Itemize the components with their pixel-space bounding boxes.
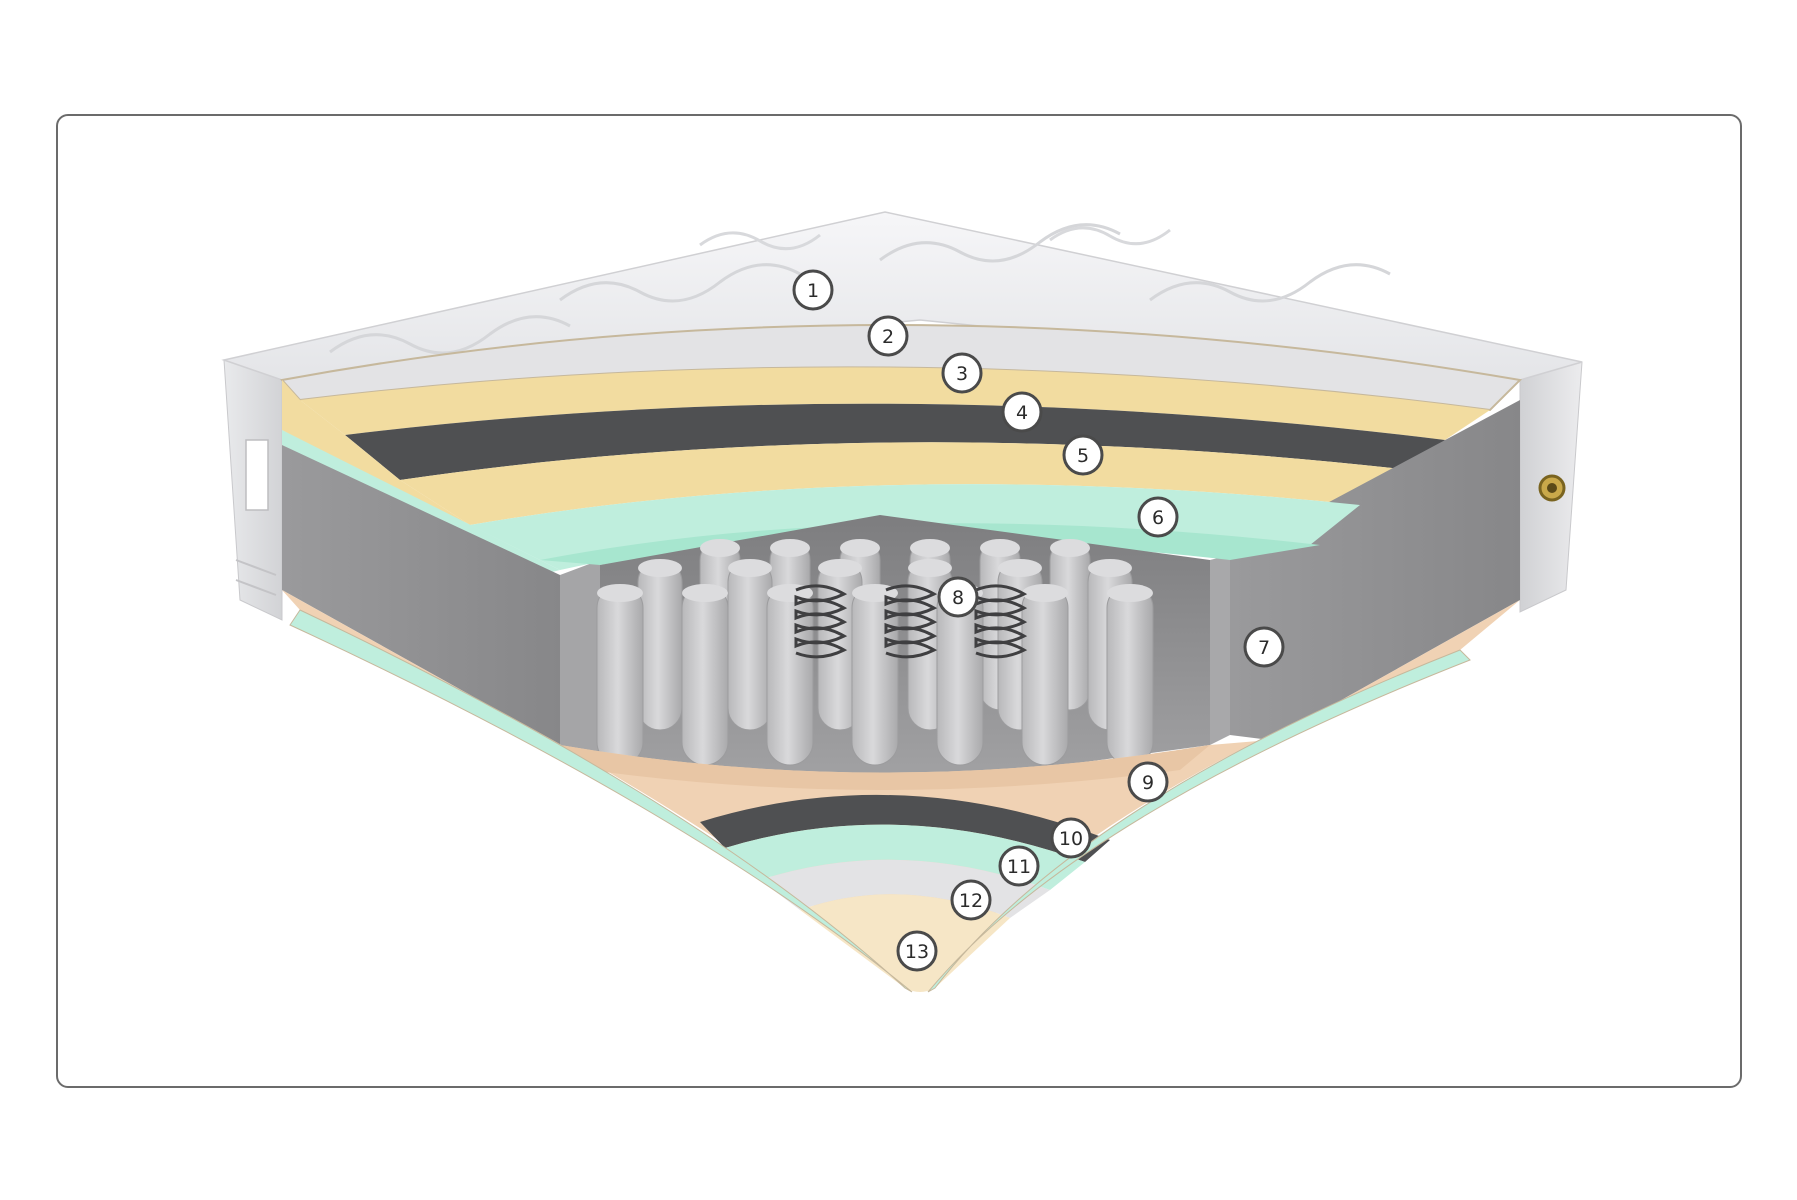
callout-label: 2 — [882, 326, 894, 348]
spring-pocket — [1021, 584, 1069, 766]
side-foam-right — [1230, 400, 1520, 740]
callout-label: 10 — [1059, 828, 1083, 850]
callout-label: 1 — [807, 280, 819, 302]
callout-marker — [1001, 391, 1043, 433]
callout-marker — [1062, 434, 1104, 476]
coil-spring — [884, 584, 938, 659]
spring-pocket — [681, 584, 729, 766]
callout-label: 8 — [952, 587, 964, 609]
layer-latex-second — [400, 442, 1410, 525]
spring-pocket — [727, 559, 773, 731]
callout-marker — [1243, 626, 1285, 668]
callout-label: 4 — [1016, 402, 1028, 424]
callout-marker — [896, 930, 938, 972]
callout-marker — [1050, 817, 1092, 859]
spring-pocket — [766, 584, 814, 766]
callout-marker — [867, 315, 909, 357]
callout-8: 8 — [937, 576, 979, 618]
callout-label: 6 — [1152, 507, 1164, 529]
spring-pocket — [1106, 584, 1154, 766]
callout-1: 1 — [792, 269, 834, 311]
callout-marker — [1137, 496, 1179, 538]
callout-marker — [1127, 761, 1169, 803]
callout-label: 9 — [1142, 772, 1154, 794]
side-foam-left — [282, 445, 560, 745]
callout-10: 10 — [1050, 817, 1092, 859]
spring-pocket — [637, 559, 683, 731]
coil-spring — [794, 584, 848, 659]
spring-pocket — [596, 584, 644, 766]
layer-foam-bottom — [725, 824, 1085, 890]
layer-latex-top — [300, 367, 1490, 440]
mattress-side-right — [1519, 361, 1583, 613]
callout-marker — [941, 352, 983, 394]
callout-4: 4 — [1001, 391, 1043, 433]
callout-marker — [792, 269, 834, 311]
coil-spring — [974, 584, 1028, 659]
callout-5: 5 — [1062, 434, 1104, 476]
callout-2: 2 — [867, 315, 909, 357]
callout-11: 11 — [998, 845, 1040, 887]
pocket-spring-array — [596, 539, 1154, 766]
mattress-side-left — [223, 359, 283, 621]
callout-label: 11 — [1007, 856, 1031, 878]
layer-coir-top — [345, 403, 1445, 480]
layer-coir-bottom — [700, 794, 1110, 862]
callout-marker — [998, 845, 1040, 887]
callout-12: 12 — [950, 879, 992, 921]
callout-marker — [950, 879, 992, 921]
callout-label: 5 — [1077, 445, 1089, 467]
callout-7: 7 — [1243, 626, 1285, 668]
callout-9: 9 — [1127, 761, 1169, 803]
callout-label: 3 — [956, 363, 968, 385]
callout-label: 12 — [959, 890, 983, 912]
callout-label: 13 — [905, 941, 929, 963]
callout-3: 3 — [941, 352, 983, 394]
layer-felt-base — [282, 590, 1520, 990]
callout-label: 7 — [1258, 637, 1270, 659]
callout-13: 13 — [896, 930, 938, 972]
callout-6: 6 — [1137, 496, 1179, 538]
callout-marker — [937, 576, 979, 618]
